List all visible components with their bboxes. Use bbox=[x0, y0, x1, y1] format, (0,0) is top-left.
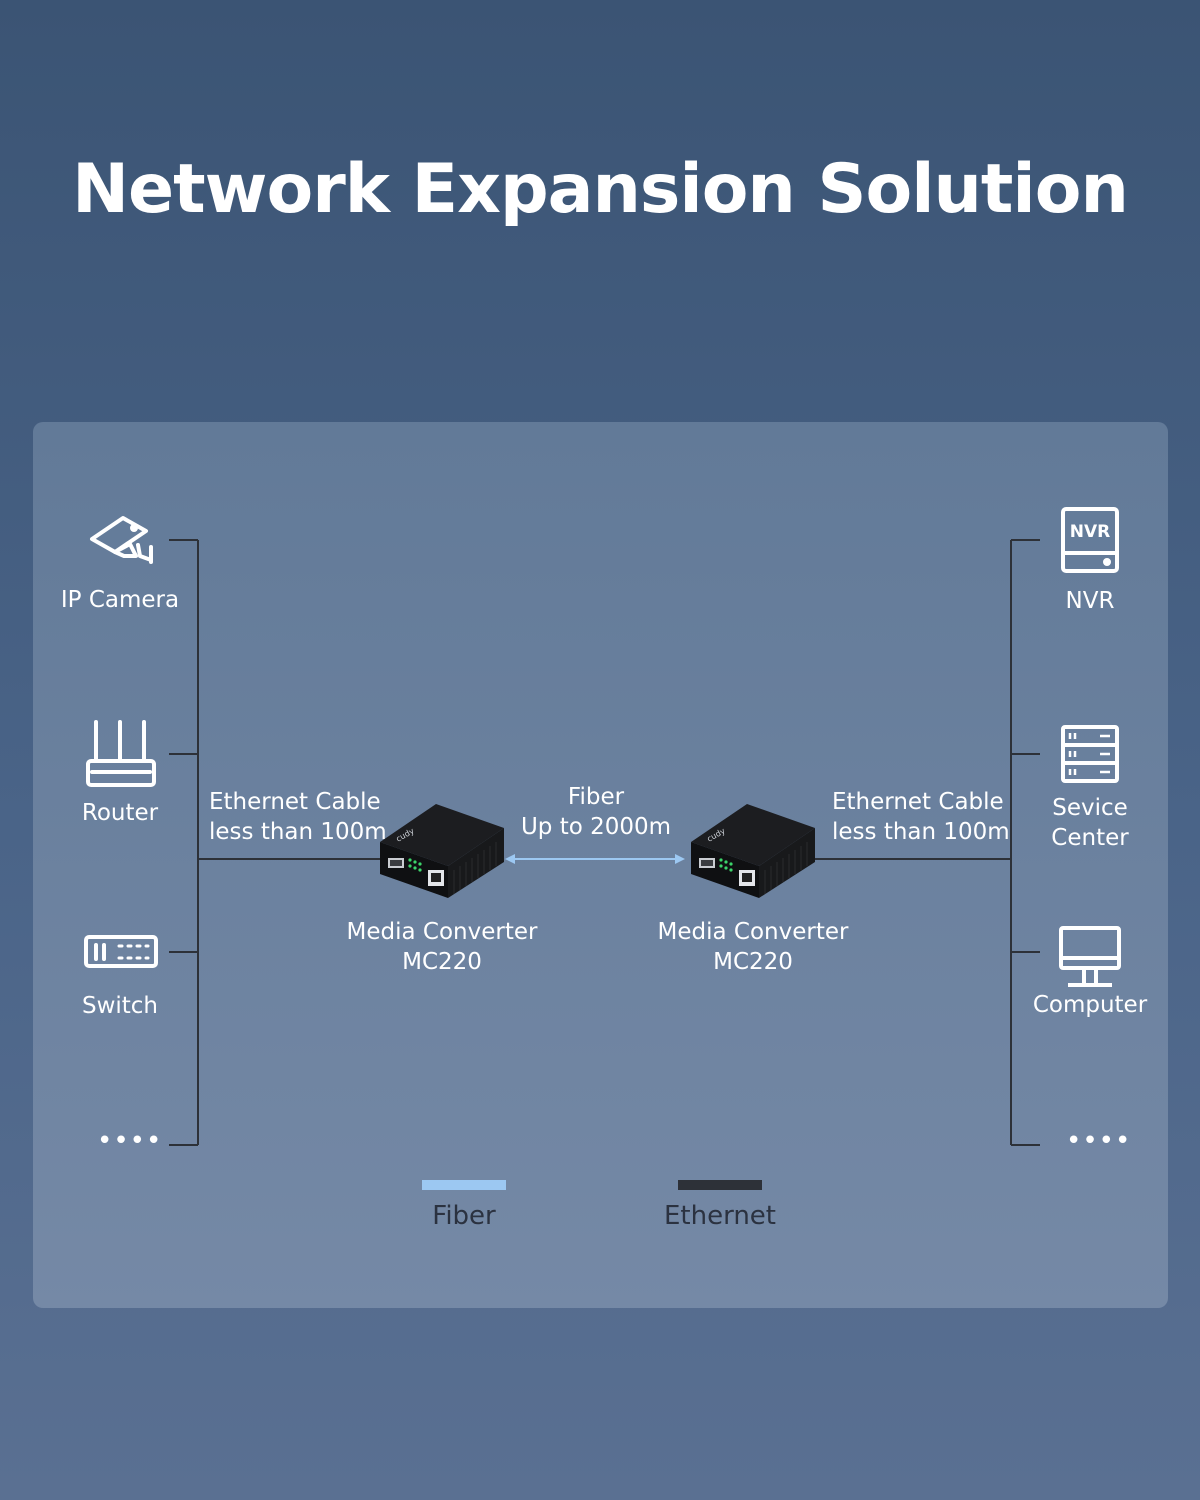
nvr-icon bbox=[1061, 507, 1119, 573]
device-label-nvr: NVR bbox=[1065, 588, 1115, 614]
legend-ethernet-label: Ethernet bbox=[664, 1201, 776, 1231]
server-icon bbox=[1061, 725, 1119, 783]
fiber-link-label: Fiber Up to 2000m bbox=[510, 782, 682, 842]
legend-ethernet-swatch bbox=[678, 1180, 762, 1190]
media-converter-device bbox=[380, 804, 504, 898]
converter-right-line2: MC220 bbox=[713, 949, 793, 975]
more-devices-left: •••• bbox=[97, 1126, 163, 1156]
service-center-line1: Sevice bbox=[1052, 795, 1128, 821]
converter-left-line2: MC220 bbox=[402, 949, 482, 975]
converter-right-line1: Media Converter bbox=[657, 919, 849, 945]
service-center-line2: Center bbox=[1051, 825, 1129, 851]
diagram-panel bbox=[33, 422, 1168, 1308]
page-title: Network Expansion Solution bbox=[72, 150, 1129, 229]
switch-icon bbox=[84, 935, 158, 968]
media-converter-device bbox=[691, 804, 815, 898]
left-ethernet-line2: less than 100m bbox=[209, 819, 387, 845]
device-label-service-center: Sevice Center bbox=[1015, 793, 1165, 853]
right-ethernet-line1: Ethernet Cable bbox=[832, 789, 1004, 815]
converter-left-line1: Media Converter bbox=[346, 919, 538, 945]
device-label-computer: Computer bbox=[1032, 992, 1148, 1018]
left-ethernet-label: Ethernet Cable less than 100m bbox=[209, 787, 387, 847]
converter-label-left: Media Converter MC220 bbox=[337, 917, 547, 977]
right-ethernet-label: Ethernet Cable less than 100m bbox=[832, 787, 1010, 847]
router-icon bbox=[86, 720, 156, 787]
legend-fiber-label: Fiber bbox=[432, 1201, 496, 1231]
legend-fiber-swatch bbox=[422, 1180, 506, 1190]
left-ethernet-bus bbox=[169, 539, 385, 1146]
left-ethernet-line1: Ethernet Cable bbox=[209, 789, 381, 815]
fiber-line2: Up to 2000m bbox=[520, 814, 672, 840]
ip-camera-icon bbox=[90, 516, 153, 564]
more-devices-right: •••• bbox=[1066, 1126, 1132, 1156]
device-label-ip-camera: IP Camera bbox=[60, 587, 180, 613]
right-ethernet-bus bbox=[810, 539, 1040, 1146]
converter-label-right: Media Converter MC220 bbox=[648, 917, 858, 977]
fiber-line1: Fiber bbox=[567, 784, 625, 810]
nvr-icon-text: NVR bbox=[1070, 522, 1110, 542]
device-label-router: Router bbox=[81, 800, 159, 826]
monitor-icon bbox=[1059, 926, 1121, 987]
right-ethernet-line2: less than 100m bbox=[832, 819, 1010, 845]
device-label-switch: Switch bbox=[81, 993, 159, 1019]
